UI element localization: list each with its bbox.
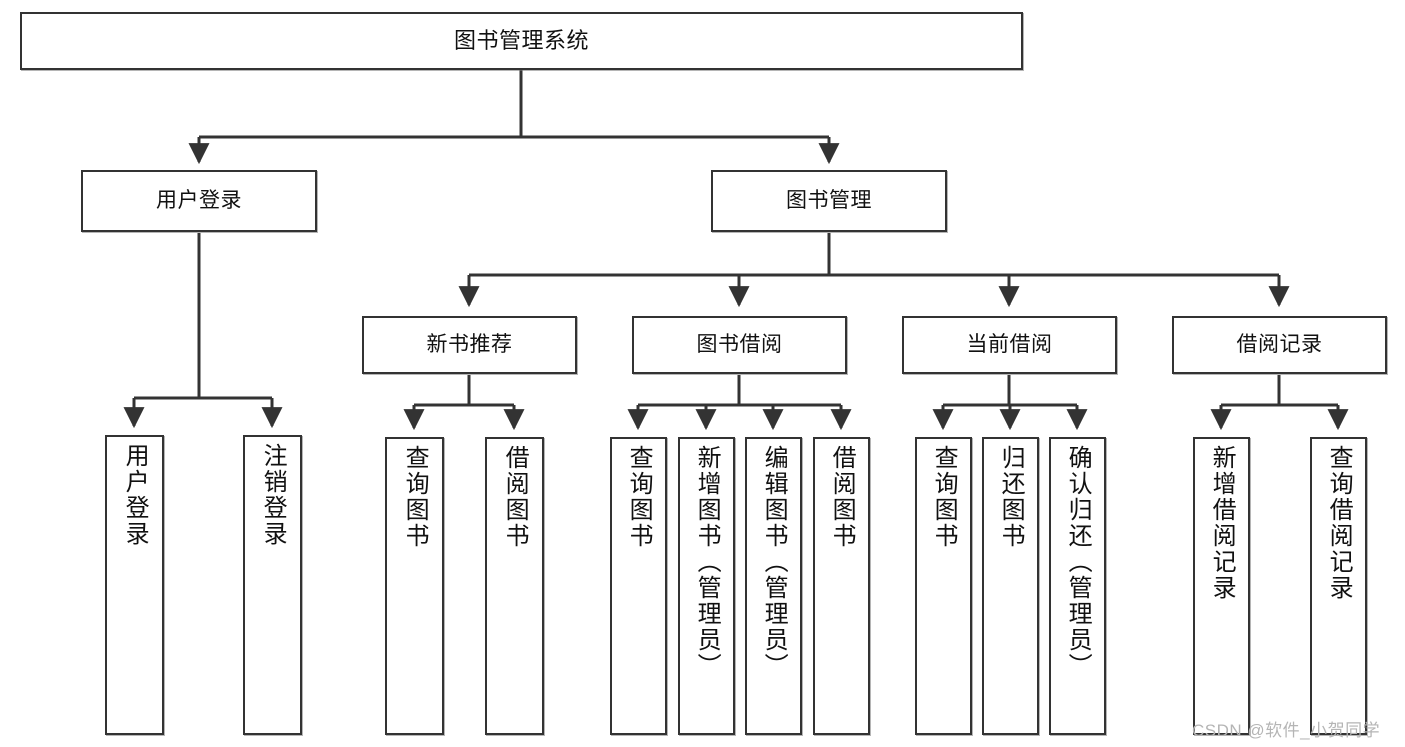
node-current-borrowing[interactable]: 当前借阅: [902, 316, 1117, 374]
node-root-book-management-system[interactable]: 图书管理系统: [20, 12, 1023, 70]
leaf-borrow-record-add-record[interactable]: 新增借阅记录: [1193, 437, 1250, 735]
csdn-watermark: CSDN @软件_小贺同学: [1192, 721, 1381, 740]
node-label: 借阅图书: [501, 445, 529, 549]
node-label: 确认归还（管理员）: [1064, 445, 1092, 679]
node-label: 查询图书: [625, 445, 653, 549]
leaf-current-borrow-confirm-return-admin[interactable]: 确认归还（管理员）: [1049, 437, 1106, 735]
node-label: 图书借阅: [696, 332, 783, 356]
node-label: 新增借阅记录: [1208, 445, 1236, 601]
node-borrowing-record[interactable]: 借阅记录: [1172, 316, 1387, 374]
node-label: 查询图书: [401, 445, 429, 549]
node-label: 借阅图书: [828, 445, 856, 549]
leaf-book-borrow-edit-book-admin[interactable]: 编辑图书（管理员）: [745, 437, 802, 735]
node-label: 查询图书: [930, 445, 958, 549]
node-label: 新增图书（管理员）: [693, 445, 721, 679]
node-label: 借阅记录: [1236, 332, 1323, 356]
leaf-user-login-logout[interactable]: 注销登录: [243, 435, 302, 735]
node-label: 归还图书: [997, 445, 1025, 549]
node-label: 编辑图书（管理员）: [760, 445, 788, 679]
leaf-book-borrow-query-books[interactable]: 查询图书: [610, 437, 667, 735]
leaf-borrow-record-query-record[interactable]: 查询借阅记录: [1310, 437, 1367, 735]
leaf-current-borrow-query-books[interactable]: 查询图书: [915, 437, 972, 735]
node-label: 查询借阅记录: [1325, 445, 1353, 601]
node-new-book-recommendation[interactable]: 新书推荐: [362, 316, 577, 374]
leaf-book-borrow-borrow-books[interactable]: 借阅图书: [813, 437, 870, 735]
node-book-management[interactable]: 图书管理: [711, 170, 947, 232]
node-label: 新书推荐: [426, 332, 513, 356]
node-label: 当前借阅: [966, 332, 1053, 356]
node-label: 注销登录: [259, 443, 287, 547]
node-label: 用户登录: [121, 443, 149, 547]
node-label: 图书管理: [786, 188, 872, 212]
leaf-book-borrow-add-book-admin[interactable]: 新增图书（管理员）: [678, 437, 735, 735]
leaf-new-book-borrow-books[interactable]: 借阅图书: [485, 437, 544, 735]
node-label: 图书管理系统: [453, 28, 589, 54]
leaf-user-login-login[interactable]: 用户登录: [105, 435, 164, 735]
node-label: 用户登录: [156, 188, 242, 212]
leaf-new-book-query-books[interactable]: 查询图书: [385, 437, 444, 735]
node-user-login[interactable]: 用户登录: [81, 170, 317, 232]
leaf-current-borrow-return-books[interactable]: 归还图书: [982, 437, 1039, 735]
node-book-borrowing[interactable]: 图书借阅: [632, 316, 847, 374]
